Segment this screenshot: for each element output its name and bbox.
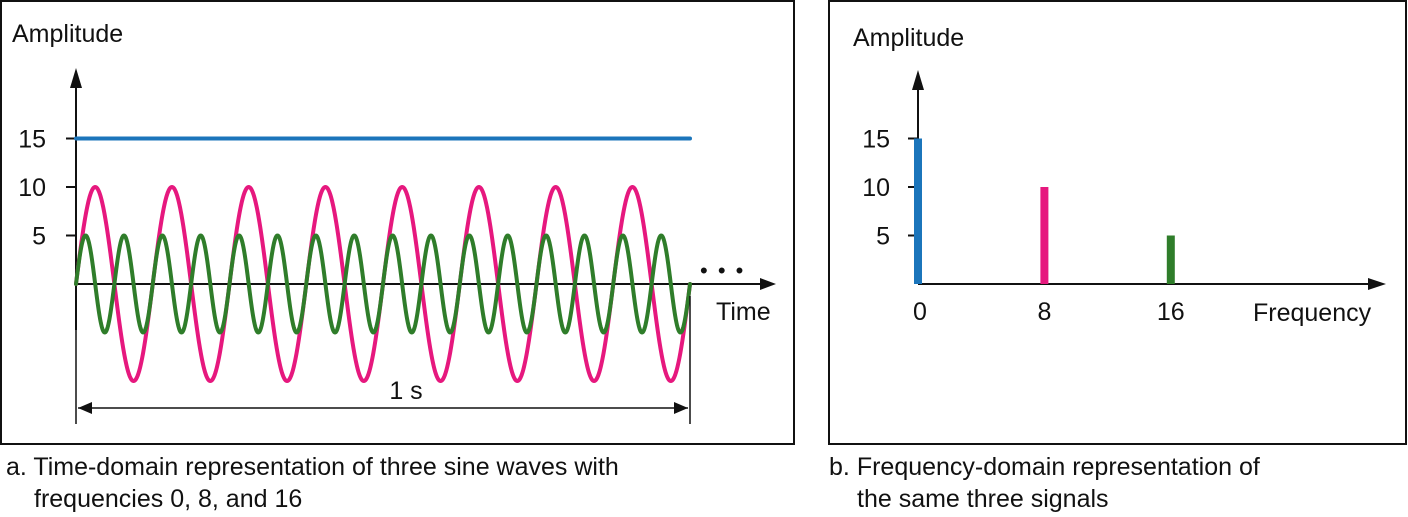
caption-time-domain: a. Time-domain representation of three s… (6, 451, 619, 515)
duration-arrow-right (674, 402, 688, 414)
panel-a-frame (0, 0, 795, 445)
caption-b-line1: Frequency-domain representation of (856, 453, 1260, 481)
spectral-bar-16 (1166, 235, 1175, 284)
frequency-domain-chart: Amplitude Frequency 5 10 15 0 8 16 (853, 24, 1386, 327)
time-domain-y-axis-label: Amplitude (12, 20, 123, 48)
spectral-bar-0 (914, 138, 922, 284)
y-axis-arrowhead (912, 70, 924, 90)
frequency-domain-y-axis-label: Amplitude (853, 24, 964, 52)
x-tick-label: 0 (913, 298, 927, 326)
caption-b-prefix: b. (829, 453, 850, 481)
y-tick-label: 10 (862, 174, 890, 202)
caption-b-line2: the same three signals (857, 485, 1109, 513)
x-axis-arrowhead (1368, 278, 1386, 290)
y-axis-arrowhead (70, 68, 82, 88)
y-tick-label: 5 (32, 223, 46, 251)
y-tick-label: 5 (876, 223, 890, 251)
caption-a-line2: frequencies 0, 8, and 16 (34, 485, 303, 513)
y-tick-label: 15 (862, 126, 890, 154)
y-tick-label: 15 (18, 126, 46, 154)
time-domain-chart: Amplitude Time • • • 1 s 5 10 15 (12, 20, 776, 424)
duration-arrow-left (78, 402, 92, 414)
spectral-bar-8 (1040, 187, 1049, 284)
duration-label: 1 s (389, 377, 422, 405)
panel-b-frame (828, 0, 1407, 445)
frequency-domain-x-axis-label: Frequency (1253, 299, 1372, 327)
y-tick-label: 10 (18, 174, 46, 202)
x-tick-label: 8 (1037, 298, 1051, 326)
x-axis-arrowhead (760, 278, 776, 290)
continuation-dots: • • • (700, 258, 745, 283)
caption-a-line1: Time-domain representation of three sine… (33, 453, 619, 481)
time-domain-x-axis-label: Time (716, 298, 771, 326)
x-tick-label: 16 (1157, 298, 1185, 326)
caption-a-prefix: a. (6, 453, 27, 481)
caption-frequency-domain: b. Frequency-domain representation of th… (829, 451, 1260, 515)
wave-frequency-16 (74, 233, 692, 335)
